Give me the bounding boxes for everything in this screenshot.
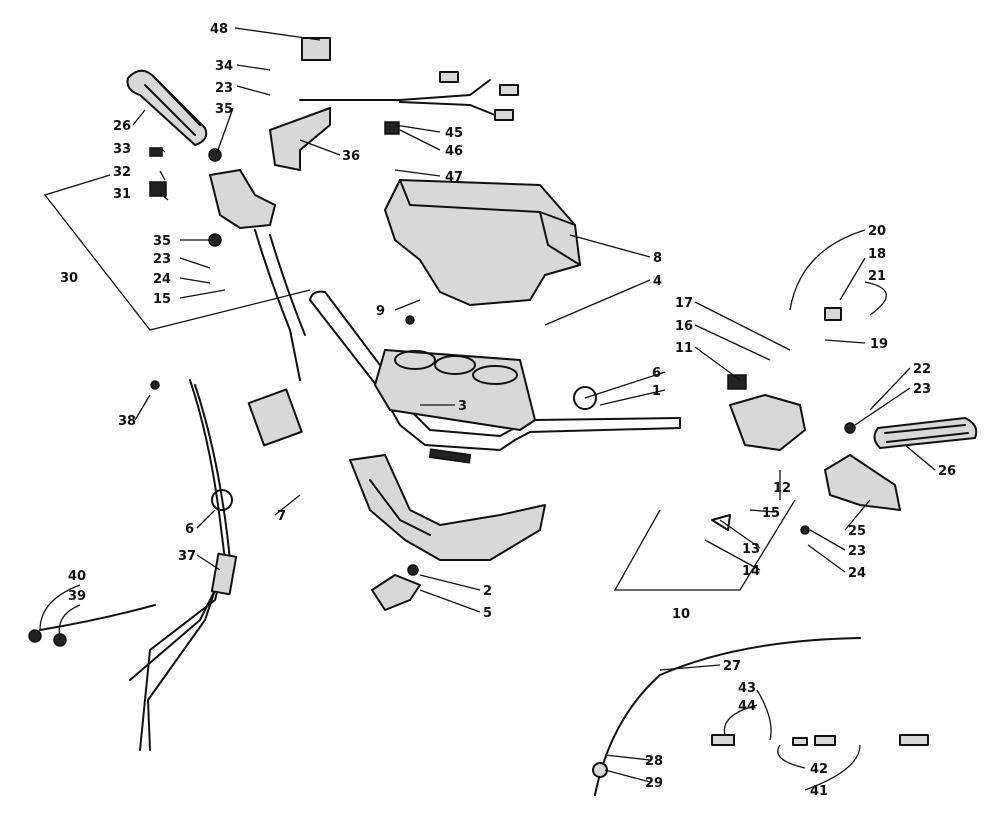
callout-19: 19: [870, 337, 888, 352]
callout-28: 28: [645, 754, 663, 769]
callout-47: 47: [445, 170, 463, 185]
callout-40: 40: [68, 569, 86, 584]
callout-4: 4: [653, 274, 662, 289]
callout-22: 22: [913, 362, 931, 377]
callout-9: 9: [376, 304, 385, 319]
left-control-housing-part: [209, 169, 306, 381]
callout-6-right: 6: [652, 366, 661, 381]
callout-35-top: 35: [215, 102, 233, 117]
left-grip-part: [126, 69, 208, 146]
callout-2: 2: [483, 584, 492, 599]
callout-36: 36: [342, 149, 360, 164]
callout-26-right: 26: [938, 464, 956, 479]
callout-41: 41: [810, 784, 828, 799]
callout-13: 13: [742, 542, 760, 557]
callout-17: 17: [675, 296, 693, 311]
brake-lever-part: [269, 107, 331, 171]
callout-14: 14: [742, 564, 760, 579]
callout-16: 16: [675, 319, 693, 334]
small-hardware-parts: [28, 121, 856, 647]
callout-6-left: 6: [185, 522, 194, 537]
right-grip-part: [873, 417, 978, 449]
callout-24-left: 24: [153, 272, 171, 287]
callout-38: 38: [118, 414, 136, 429]
callout-20: 20: [868, 224, 886, 239]
callout-29: 29: [645, 776, 663, 791]
callout-32: 32: [113, 165, 131, 180]
callout-33: 33: [113, 142, 131, 157]
callout-21: 21: [868, 269, 886, 284]
callout-48: 48: [210, 22, 228, 37]
callout-42: 42: [810, 762, 828, 777]
callout-11: 11: [675, 341, 693, 356]
callout-30: 30: [60, 271, 78, 286]
callout-34: 34: [215, 59, 233, 74]
leader-lines: [39, 27, 936, 791]
callout-27: 27: [723, 659, 741, 674]
callout-23-right-top: 23: [913, 382, 931, 397]
instrument-hood-part: [384, 179, 581, 306]
callout-25: 25: [848, 524, 866, 539]
callout-35-mid: 35: [153, 234, 171, 249]
callout-23-right-bottom: 23: [848, 544, 866, 559]
callout-37: 37: [178, 549, 196, 564]
callout-1: 1: [652, 384, 661, 399]
callout-labels: 48 34 23 35 26 33 32 31 35 23 24 15 30 3…: [60, 22, 956, 799]
callout-10: 10: [672, 607, 690, 622]
callout-8: 8: [653, 251, 662, 266]
callout-26-left: 26: [113, 119, 131, 134]
callout-7: 7: [277, 509, 286, 524]
callout-45: 45: [445, 126, 463, 141]
callout-46: 46: [445, 144, 463, 159]
callout-24-right: 24: [848, 566, 866, 581]
callout-3: 3: [458, 399, 467, 414]
callout-31: 31: [113, 187, 131, 202]
throttle-lever-part: [824, 454, 901, 511]
throttle-cable-part: [39, 379, 238, 751]
callout-23-top: 23: [215, 81, 233, 96]
callout-23-mid: 23: [153, 252, 171, 267]
wiring-harness-part: [299, 37, 519, 121]
callout-15-right: 15: [762, 506, 780, 521]
callout-44: 44: [738, 699, 756, 714]
callout-18: 18: [868, 247, 886, 262]
callout-12: 12: [773, 481, 791, 496]
group-brackets: [43, 174, 796, 591]
callout-5: 5: [483, 606, 492, 621]
callout-39: 39: [68, 589, 86, 604]
speedo-cable-part: [592, 637, 929, 796]
callout-43: 43: [738, 681, 756, 696]
callout-15-left: 15: [153, 292, 171, 307]
mounting-bracket-part: [349, 454, 546, 611]
right-control-housing-part: [727, 374, 806, 451]
gauge-console-part: [374, 349, 536, 431]
